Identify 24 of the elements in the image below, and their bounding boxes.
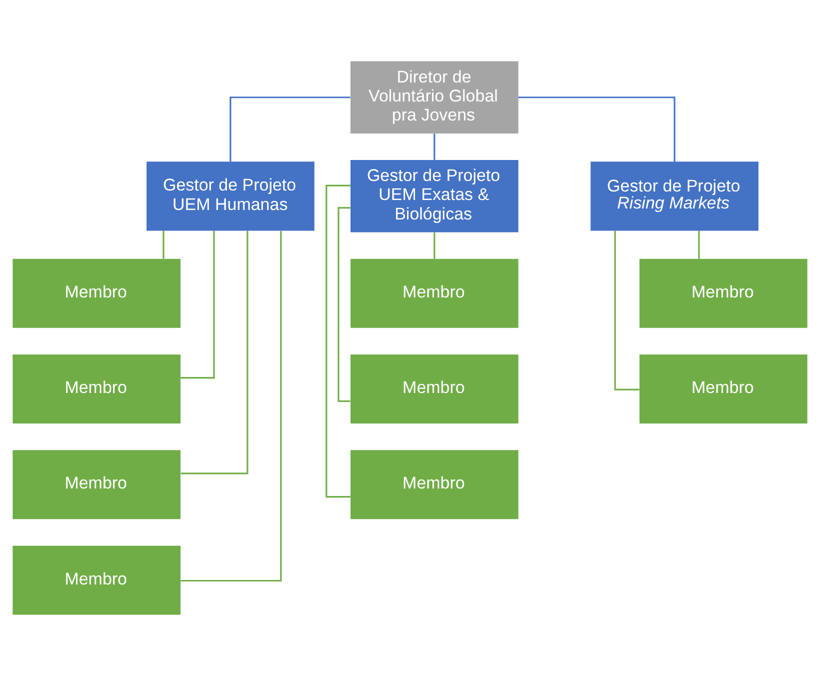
connector xyxy=(180,230,282,582)
connector xyxy=(698,230,700,258)
node-box: Diretor de Voluntário Global pra Jovens xyxy=(350,60,518,133)
connector xyxy=(180,230,248,474)
node-box: Gestor de Projeto Rising Markets xyxy=(590,161,758,230)
node-box: Membro xyxy=(639,354,808,424)
connector xyxy=(162,230,164,258)
node-box: Membro xyxy=(350,354,518,424)
connector xyxy=(614,230,640,390)
connector xyxy=(434,133,436,160)
node-box: Membro xyxy=(12,545,181,614)
node-box: Membro xyxy=(350,450,518,519)
node-box: Membro xyxy=(639,258,808,328)
connector xyxy=(180,230,215,378)
node-box: Gestor de Projeto UEM Humanas xyxy=(146,161,314,230)
node-box: Membro xyxy=(12,258,181,328)
node-box: Gestor de Projeto UEM Exatas & Biológicas xyxy=(350,160,518,232)
node-box: Membro xyxy=(350,258,518,328)
node-box: Membro xyxy=(12,450,181,519)
connector xyxy=(326,184,350,498)
connector xyxy=(518,96,676,162)
connector xyxy=(230,96,350,162)
connector xyxy=(434,232,436,258)
node-box: Membro xyxy=(12,354,181,424)
